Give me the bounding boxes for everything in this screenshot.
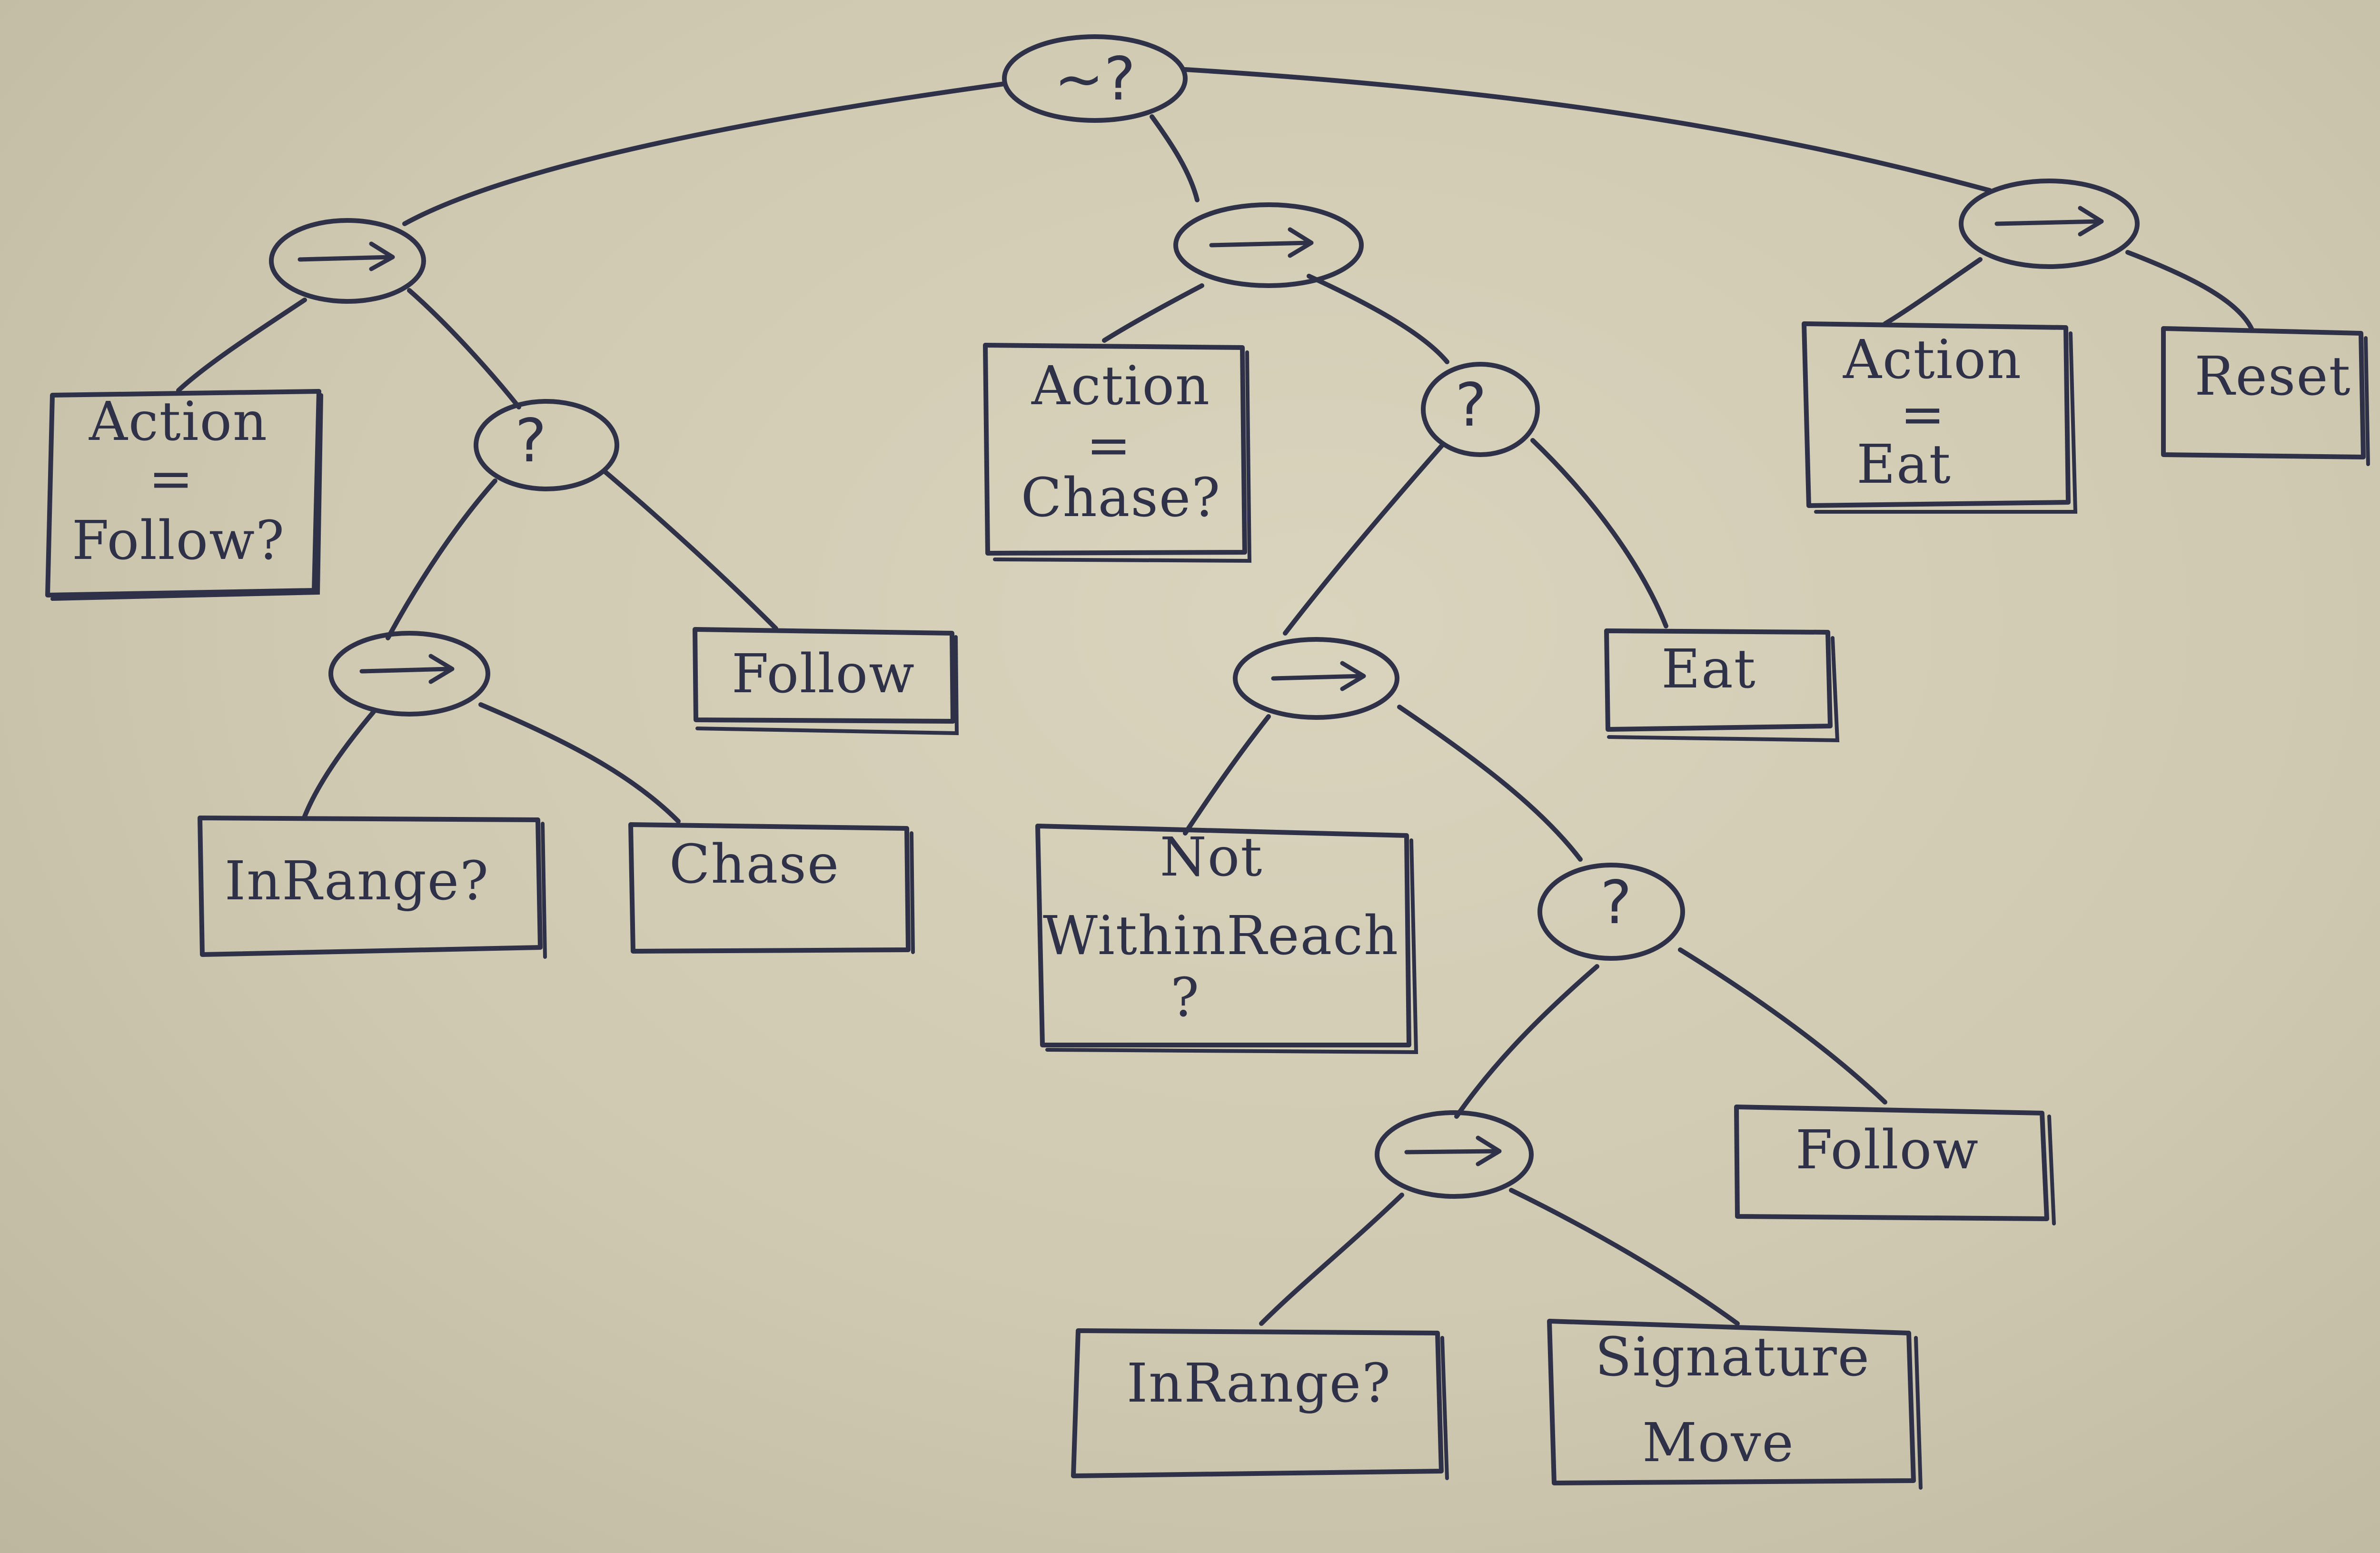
left-sequence-node xyxy=(269,218,426,304)
right-action-eat-node: Action = Eat xyxy=(1802,321,2078,514)
edge-root-mid-seq xyxy=(1150,114,1200,202)
eat-label: Eat xyxy=(1661,638,1756,700)
action-eat-line3: Eat xyxy=(1856,434,1952,496)
action-box xyxy=(1604,628,1833,732)
middle-eat-action: Eat xyxy=(1604,628,1840,743)
middle-inner-selector-symbol: ? xyxy=(1600,868,1632,937)
middle-selector-symbol: ? xyxy=(1455,371,1487,440)
condition-box xyxy=(1071,1328,1444,1478)
follow-label: Follow xyxy=(1795,1119,1979,1181)
signature-line1: Signature xyxy=(1595,1326,1870,1388)
right-arrow-icon xyxy=(1404,1135,1502,1166)
left-sequence-ellipse xyxy=(269,218,426,304)
edge-mseq-action xyxy=(1102,283,1204,343)
condition-box xyxy=(198,816,543,957)
middle-inner-sequence-node xyxy=(1375,1110,1534,1199)
edge-lseq-selector xyxy=(407,288,521,409)
edge-rseq-action-eat xyxy=(1883,257,1983,326)
right-arrow-icon xyxy=(1271,661,1366,691)
condition-line2: = xyxy=(149,448,194,510)
condition-line1: Action xyxy=(89,391,268,453)
left-selector-ellipse xyxy=(474,399,619,491)
edge-mreachseq-notwithin xyxy=(1183,714,1271,836)
root-symbol: ~? xyxy=(1054,45,1135,114)
middle-follow-action: Follow xyxy=(1734,1105,2056,1225)
edge-minnersel-innerseq xyxy=(1454,964,1599,1119)
condition-line3: Follow? xyxy=(72,510,285,572)
right-arrow-icon xyxy=(1994,206,2104,237)
action-box xyxy=(1547,1319,1916,1485)
edge-root-left-seq xyxy=(402,81,1007,226)
condition-line2: = xyxy=(1086,415,1132,477)
follow-label: Follow xyxy=(732,643,915,705)
left-inner-sequence-ellipse xyxy=(328,631,490,717)
edge-minnerseq-signature xyxy=(1509,1188,1740,1326)
left-selector-node: ? xyxy=(474,399,619,491)
inrange-label: InRange? xyxy=(225,850,489,912)
condition-line1: Not xyxy=(1160,826,1263,888)
edge-lseq-action xyxy=(176,298,307,393)
middle-inrange-condition: InRange? xyxy=(1071,1328,1449,1480)
right-reset-action: Reset xyxy=(2161,326,2370,466)
action-box xyxy=(693,627,955,724)
edge-root-right-seq xyxy=(1183,67,1992,193)
middle-sequence-node xyxy=(1173,202,1364,288)
edge-linnerseq-inrange xyxy=(302,709,376,819)
root-ellipse xyxy=(1002,34,1188,123)
left-inrange-condition: InRange? xyxy=(198,816,547,959)
chase-label: Chase xyxy=(669,834,840,896)
inrange-label: InRange? xyxy=(1127,1353,1391,1414)
edge-lsel-innerseq xyxy=(386,478,497,640)
condition-box xyxy=(1035,824,1411,1047)
left-selector-symbol: ? xyxy=(515,407,546,476)
condition-line3: Chase? xyxy=(1021,467,1221,529)
signature-line2: Move xyxy=(1642,1412,1795,1474)
root-selector-node: ~? xyxy=(1002,34,1188,123)
middle-reach-sequence-node xyxy=(1233,637,1399,720)
edge-minnerseq-inrange xyxy=(1259,1193,1404,1326)
middle-signature-move-action: Signature Move xyxy=(1547,1319,1923,1490)
edge-minnersel-follow xyxy=(1678,947,1887,1105)
action-box xyxy=(1734,1105,2049,1221)
middle-selector-ellipse xyxy=(1421,362,1540,457)
edge-linnerseq-chase xyxy=(478,702,681,824)
right-arrow-icon xyxy=(298,241,395,271)
edge-mreachseq-innersel xyxy=(1397,705,1583,862)
left-follow-action: Follow xyxy=(693,627,959,736)
middle-action-chase-condition: Action = Chase? xyxy=(983,343,1252,563)
left-chase-action: Chase xyxy=(628,822,915,954)
edge-msel-eat xyxy=(1530,438,1668,628)
middle-inner-sequence-ellipse xyxy=(1375,1110,1534,1199)
action-box xyxy=(628,822,911,954)
action-box xyxy=(2161,326,2366,459)
middle-not-within-reach-condition: Not WithinReach ? xyxy=(1035,824,1418,1055)
right-sequence-node xyxy=(1959,179,2140,269)
middle-selector-node: ? xyxy=(1421,362,1540,457)
reset-label: Reset xyxy=(2194,346,2351,408)
middle-sequence-ellipse xyxy=(1173,202,1364,288)
edge-rseq-reset xyxy=(2125,250,2254,331)
condition-line2: WithinReach xyxy=(1043,905,1399,967)
right-arrow-icon xyxy=(359,654,455,684)
condition-box xyxy=(983,343,1247,556)
right-arrow-icon xyxy=(1209,227,1314,258)
right-sequence-ellipse xyxy=(1959,179,2140,269)
condition-line1: Action xyxy=(1031,355,1210,417)
edge-lsel-follow xyxy=(602,469,778,631)
middle-reach-sequence-ellipse xyxy=(1233,637,1399,720)
edge-mseq-selector xyxy=(1307,274,1449,364)
edge-msel-reachseq xyxy=(1283,443,1445,636)
action-box xyxy=(1802,321,2071,508)
tree-edges xyxy=(176,67,2254,1326)
action-eat-line2: = xyxy=(1900,384,1946,446)
left-inner-sequence-node xyxy=(328,631,490,717)
condition-box xyxy=(45,389,321,597)
condition-line3: ? xyxy=(1170,967,1200,1029)
middle-inner-selector-node: ? xyxy=(1537,863,1685,961)
action-eat-line1: Action xyxy=(1843,329,2022,391)
left-action-follow-condition: Action = Follow? xyxy=(45,389,323,601)
middle-inner-selector-ellipse xyxy=(1537,863,1685,961)
